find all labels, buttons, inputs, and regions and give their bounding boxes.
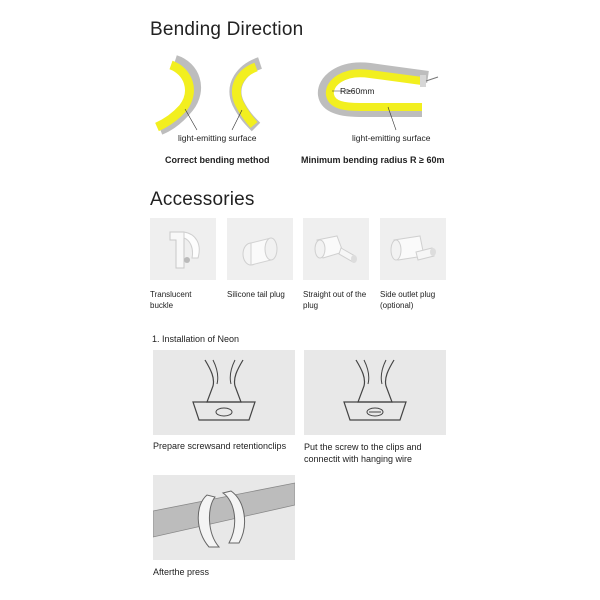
side-outlet-plug-image — [380, 218, 446, 280]
bending-title: Bending Direction — [150, 19, 304, 40]
correct-bending-figure — [150, 55, 275, 135]
accessory-label-1: Translucent buckle — [150, 290, 192, 310]
left-surface-label: light-emitting surface — [178, 133, 257, 143]
right-surface-label: light-emitting surface — [352, 133, 431, 143]
installation-title: 1. Installation of Neon — [152, 334, 240, 344]
accessory-label-3: Straight out of the plug — [303, 290, 367, 310]
straight-out-plug-image — [303, 218, 369, 280]
silicone-tail-plug-image — [227, 218, 293, 280]
translucent-buckle-image — [150, 218, 216, 280]
step-1-caption: Prepare screwsand retentionclips — [153, 441, 287, 451]
min-radius-figure — [310, 55, 450, 135]
correct-bending-caption: Correct bending method — [165, 155, 270, 165]
min-radius-caption: Minimum bending radius R ≥ 60m — [301, 155, 445, 165]
step-3-image — [153, 475, 295, 560]
accessory-label-2: Silicone tail plug — [227, 290, 285, 299]
radius-label: R≥60mm — [340, 86, 375, 96]
step-1-image — [153, 350, 295, 435]
step-3-caption: Afterthe press — [153, 567, 210, 577]
accessory-label-4: Side outlet plug (optional) — [380, 290, 436, 310]
accessories-title: Accessories — [150, 189, 255, 210]
step-2-caption: Put the screw to the clips and connectit… — [304, 442, 422, 464]
step-2-image — [304, 350, 446, 435]
